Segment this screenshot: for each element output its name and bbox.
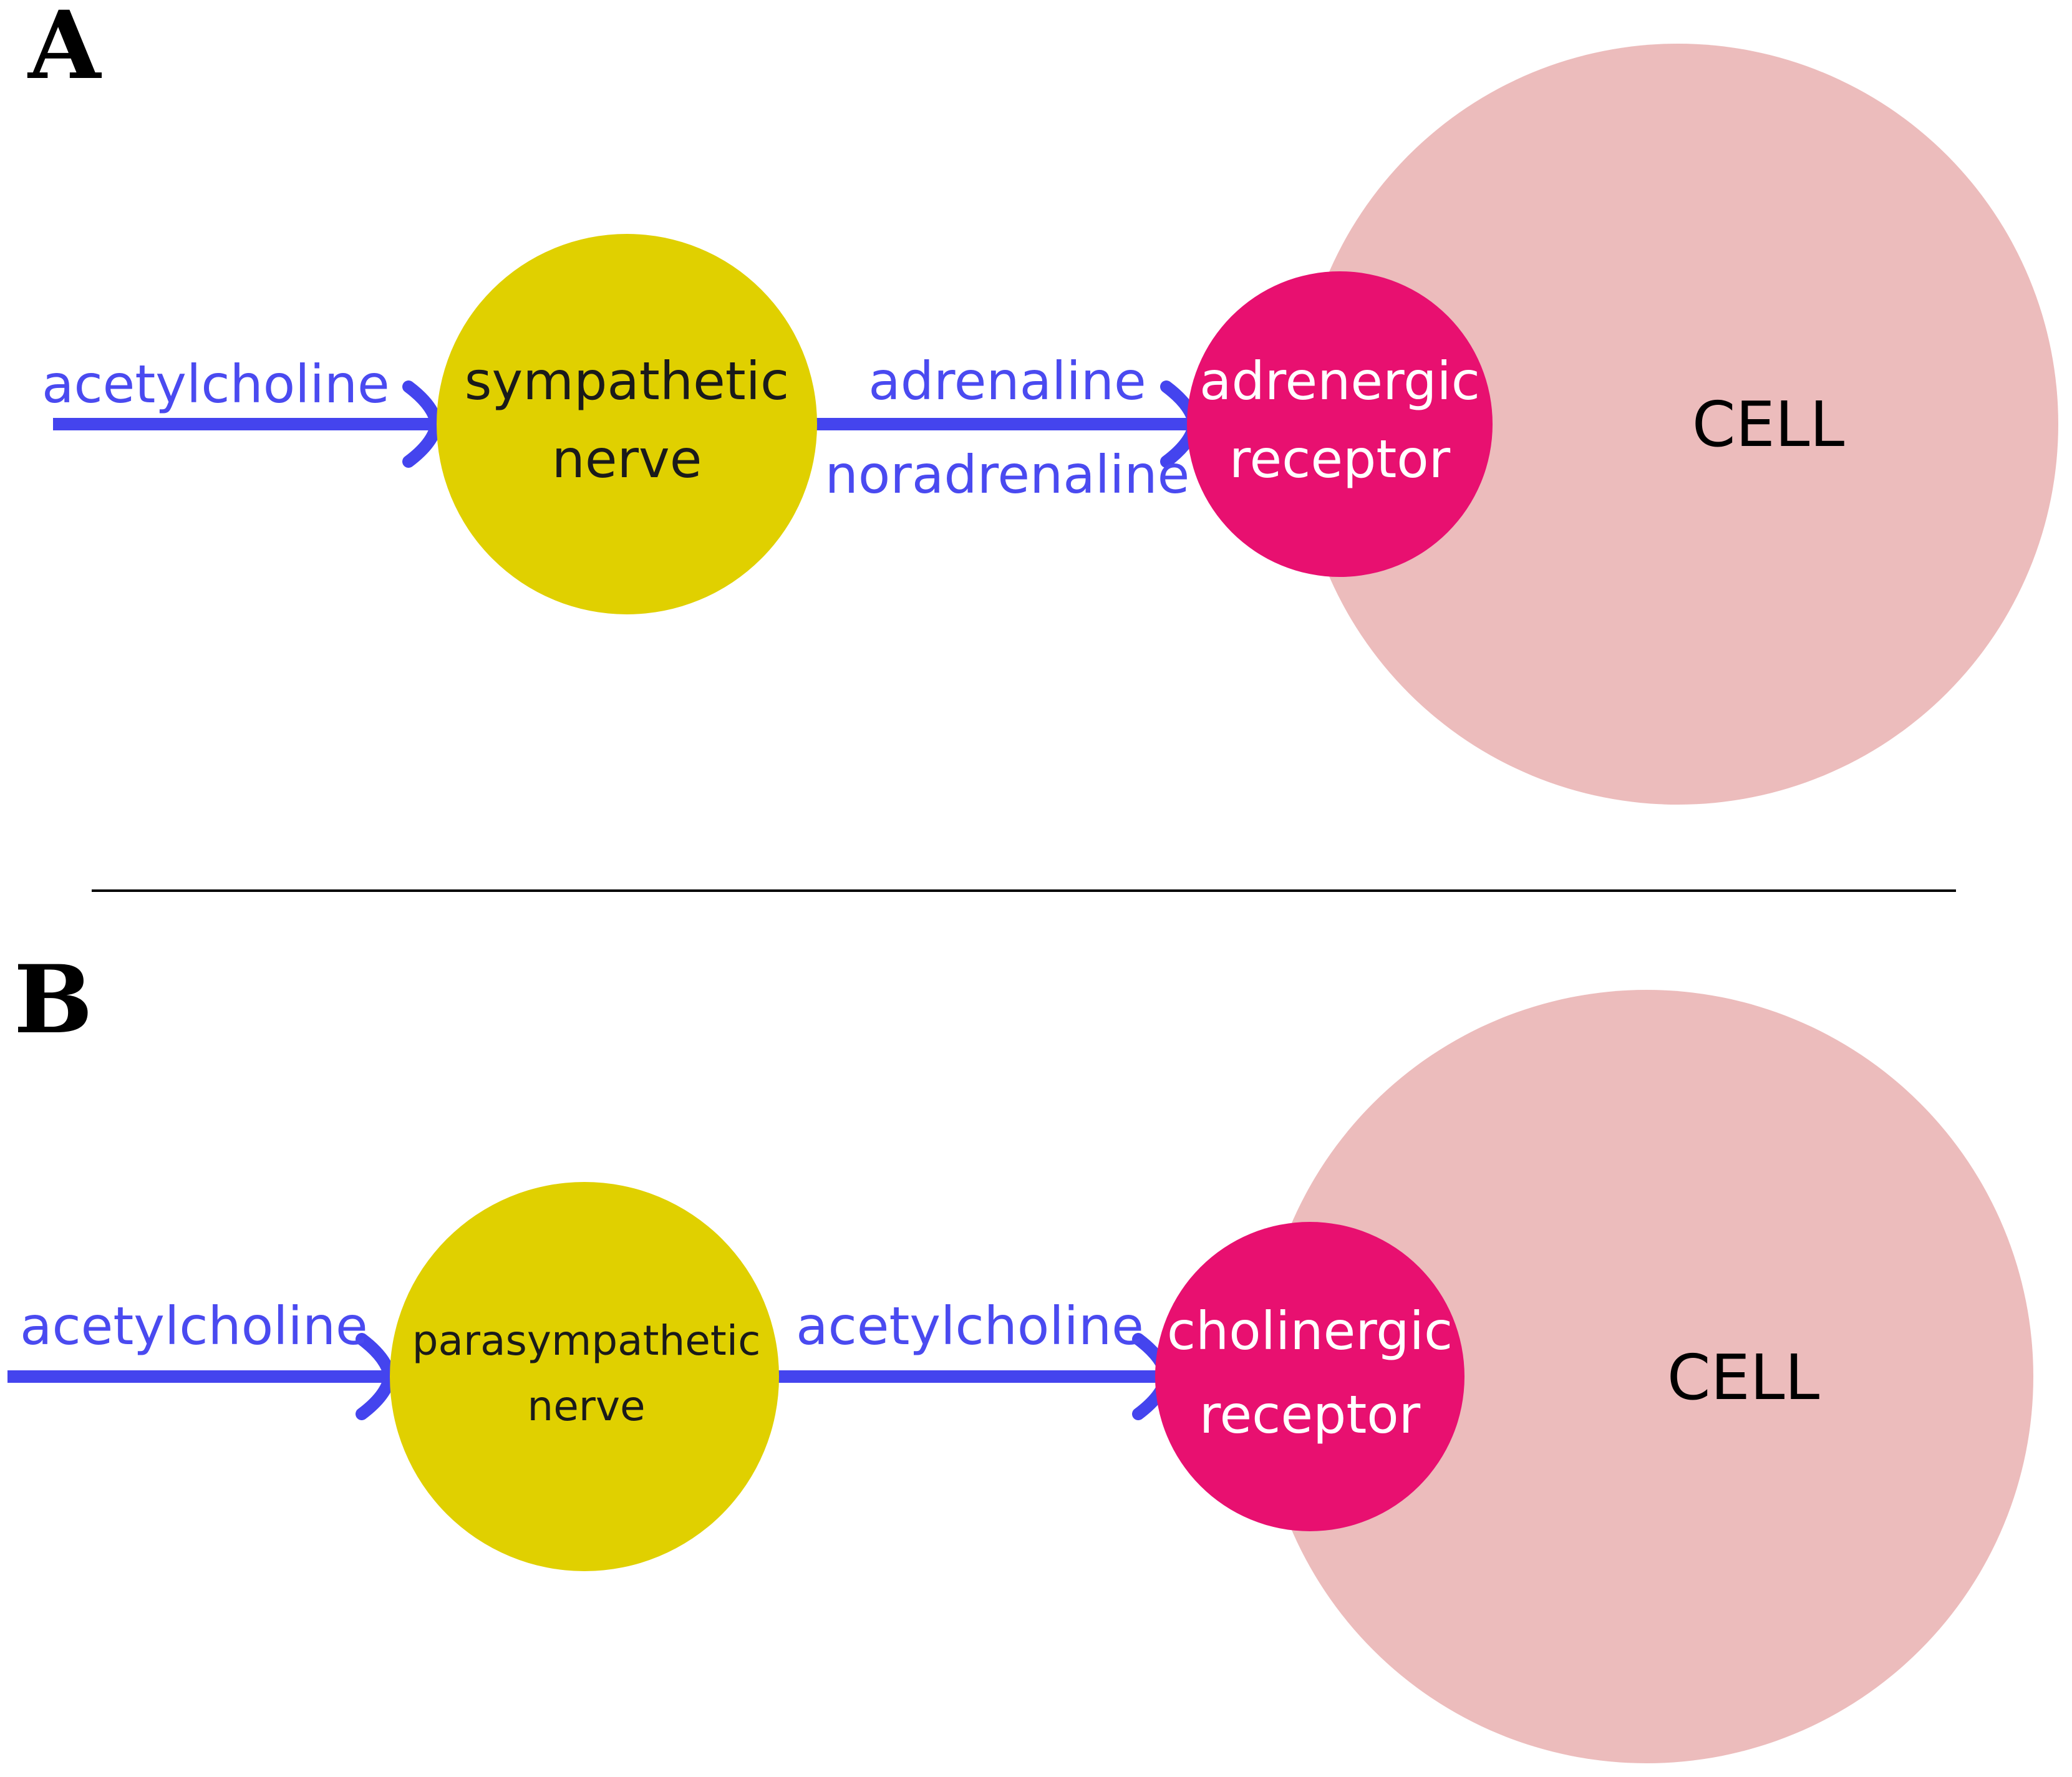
panel-a-receptor [1187, 271, 1493, 577]
panel-a-nerve-label-line1: sympathetic [465, 351, 789, 412]
panel-a-nerve-label-line2: nerve [552, 429, 702, 490]
panel-b-nerve [390, 1182, 779, 1571]
panel-a-receptor-label-line2: receptor [1229, 429, 1451, 490]
panel-b-nerve-label-line2: nerve [527, 1382, 645, 1430]
panel-b-cell [1260, 990, 2033, 1763]
panel-a-transmitter-top-label: adrenaline [868, 351, 1146, 412]
panel-b-transmitter-top-label: acetylcholine [796, 1295, 1144, 1357]
panel-b-nerve-label-line1: parasympathetic [412, 1317, 761, 1365]
panel-a-cell-label: CELL [1692, 388, 1845, 461]
panel-a-cell [1297, 44, 2058, 805]
panel-a: A acetylcholine sympathetic nerve adrena… [27, 0, 2058, 805]
panel-b-input-label: acetylcholine [20, 1295, 368, 1357]
panel-a-receptor-label-line1: adrenergic [1199, 351, 1480, 412]
panel-a-letter: A [27, 0, 102, 100]
panel-a-nerve [437, 234, 817, 614]
panel-b-letter: B [14, 945, 93, 1055]
panel-b-receptor-label-line2: receptor [1199, 1384, 1421, 1445]
panel-b-cell-label: CELL [1667, 1341, 1820, 1414]
panel-b-receptor-label-line1: cholinergic [1167, 1300, 1453, 1362]
panel-a-transmitter-bottom-label: noradrenaline [825, 444, 1190, 505]
panel-a-input-label: acetylcholine [42, 354, 390, 415]
panel-b-receptor [1155, 1222, 1464, 1531]
panel-b: B acetylcholine parasympathetic nerve ac… [7, 945, 2033, 1763]
